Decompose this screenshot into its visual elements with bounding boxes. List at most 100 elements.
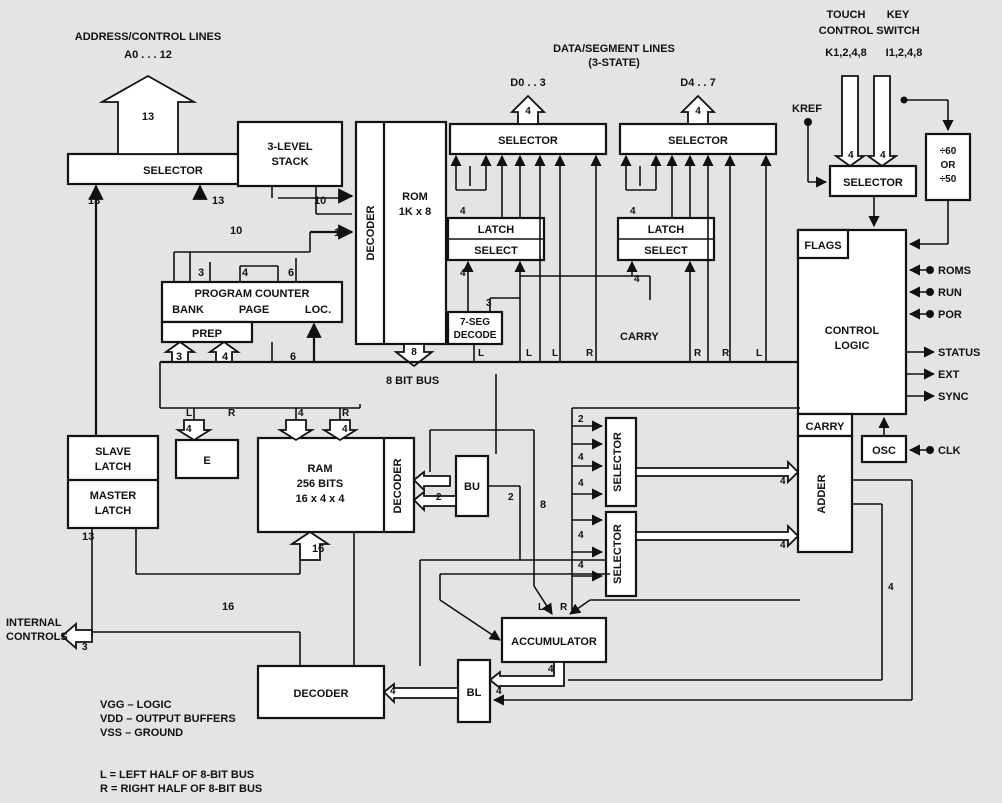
bu-label: BU — [464, 481, 480, 493]
e-register-block: E — [174, 438, 240, 480]
divider-label-2: OR — [941, 160, 957, 171]
por-signal: POR — [938, 309, 962, 321]
bus-width-4-select-high: 4 — [634, 274, 640, 285]
adder-in-arrow-b — [635, 523, 800, 549]
bus-width-13-selector: 13 — [88, 195, 100, 207]
divider-label-1: ÷60 — [940, 146, 957, 157]
prep-arrow-4 — [207, 340, 241, 363]
bus-width-10-rom: 10 — [334, 227, 346, 239]
address-selector-label: SELECTOR — [143, 165, 203, 177]
ram-decoder-label: DECODER — [392, 458, 404, 513]
bus-width-4-dlow: 4 — [525, 106, 531, 117]
bus-width-2-sel-a: 2 — [578, 414, 584, 425]
bus-width-4-key: 4 — [880, 150, 886, 161]
latch-select-low-block: LATCH SELECT — [446, 216, 546, 262]
bus-width-6-pc: 6 — [288, 267, 294, 279]
bus-width-13-top: 13 — [142, 111, 154, 123]
rom-label-2: 1K x 8 — [399, 206, 431, 218]
pc-page-label: PAGE — [239, 304, 269, 316]
touch-selector-label: SELECTOR — [843, 177, 903, 189]
touch-label-2: CONTROL — [819, 25, 874, 37]
bus-width-4-ram-l: 4 — [298, 408, 304, 419]
ram-block: RAM 256 BITS 16 x 4 x 4 DECODER — [256, 436, 416, 534]
master-label-1: MASTER — [90, 490, 137, 502]
bu-to-decoder-arrow — [412, 490, 457, 513]
half-l-sel1: L — [526, 348, 532, 359]
e-register-label: E — [203, 455, 210, 467]
touch-pins: K1,2,4,8 — [825, 47, 867, 59]
accumulator-label: ACCUMULATOR — [511, 636, 597, 648]
adder-block: ADDER — [796, 434, 854, 554]
address-bus-arrow: 13 — [98, 74, 198, 155]
seg-decode-label-1: 7-SEG — [460, 317, 490, 328]
internal-controls-label-1: INTERNAL — [6, 617, 62, 629]
touch-label-1: TOUCH — [827, 9, 866, 21]
bus-width-4-prep: 4 — [222, 351, 229, 363]
roms-signal: ROMS — [938, 265, 971, 277]
bus-width-4-e: 4 — [186, 424, 192, 435]
ram-label-3: 16 x 4 x 4 — [296, 493, 346, 505]
selector-d-high-block: SELECTOR — [618, 122, 778, 156]
acc-to-bl-arrow — [488, 661, 565, 690]
selector-d-low-label: SELECTOR — [498, 135, 558, 147]
bus-width-4-bl: 4 — [496, 686, 502, 697]
bus-width-4-latch-low: 4 — [460, 206, 466, 217]
bus-width-3-prep: 3 — [176, 351, 182, 363]
selector-b-label: SELECTOR — [612, 524, 624, 584]
pc-loc-label: LOC. — [305, 304, 331, 316]
rom-label-1: ROM — [402, 191, 428, 203]
ext-signal: EXT — [938, 369, 960, 381]
legend-l-def: L = LEFT HALF OF 8-BIT BUS — [100, 769, 254, 781]
legend-r-def: R = RIGHT HALF OF 8-BIT BUS — [100, 783, 262, 795]
stack-label-1: 3-LEVEL — [267, 141, 313, 153]
control-logic-block: FLAGS CONTROL LOGIC — [796, 228, 908, 416]
rom-output-arrow: 8 — [393, 343, 435, 368]
bus-width-4-dec: 4 — [390, 686, 396, 697]
d-low-bus-arrow: 4 — [509, 94, 547, 125]
selector-a-label: SELECTOR — [612, 432, 624, 492]
bus-width-16-dec: 16 — [222, 601, 234, 613]
half-l-sel3: L — [756, 348, 762, 359]
adder-label: ADDER — [816, 474, 828, 513]
status-signal: STATUS — [938, 347, 980, 359]
ram-input-arrow — [289, 530, 331, 561]
stack-block: 3-LEVEL STACK — [236, 120, 344, 188]
latch-low-label: LATCH — [478, 224, 515, 236]
bottom-decoder-label: DECODER — [293, 688, 348, 700]
e-bus-arrow — [174, 419, 214, 442]
bus-width-2-bu2: 2 — [508, 492, 514, 503]
d-high-bus-arrow: 4 — [679, 94, 717, 125]
slave-label-1: SLAVE — [95, 446, 131, 458]
bus-width-10-stack: 10 — [314, 195, 326, 207]
bus-width-4-right: 4 — [888, 582, 894, 593]
half-r-sel1: R — [586, 348, 594, 359]
connection-lines — [88, 75, 954, 706]
half-r-acc: R — [560, 602, 568, 613]
d-low-label: D0 . . 3 — [510, 77, 545, 89]
bus-width-6-bus: 6 — [290, 351, 296, 363]
header-labels: ADDRESS/CONTROL LINES A0 . . . 12 DATA/S… — [75, 9, 923, 115]
control-logic-label-1: CONTROL — [825, 325, 880, 337]
key-label-2: SWITCH — [876, 25, 919, 37]
bus-width-13-selector-2: 13 — [212, 195, 224, 207]
slave-label-2: LATCH — [95, 461, 132, 473]
prep-arrow-3 — [163, 340, 197, 363]
bus-half-labels: L R R L L L R R R L L R — [186, 348, 762, 613]
bus-width-4-ram-r: 4 — [342, 424, 348, 435]
divider-label-3: ÷50 — [940, 174, 957, 185]
half-r-sel2: R — [694, 348, 702, 359]
bus-width-labels: 13 13 13 10 10 10 3 4 6 3 4 6 4 4 4 3 4 … — [82, 150, 894, 697]
bus-width-10-pc: 10 — [230, 225, 242, 237]
data-subtitle: (3-STATE) — [588, 57, 640, 69]
bus-width-4-acc: 4 — [548, 664, 554, 675]
half-r-e: R — [228, 408, 236, 419]
half-l-seg: L — [478, 348, 484, 359]
pc-title: PROGRAM COUNTER — [195, 288, 310, 300]
adder-in-arrow-a — [635, 459, 800, 485]
selector-b-block: SELECTOR — [604, 510, 638, 598]
bus-8bit-label: 8 BIT BUS — [386, 375, 439, 387]
key-pins: I1,2,4,8 — [886, 47, 923, 59]
bus-width-4-dhigh: 4 — [695, 106, 701, 117]
rom-block: DECODER ROM 1K x 8 — [354, 120, 448, 346]
